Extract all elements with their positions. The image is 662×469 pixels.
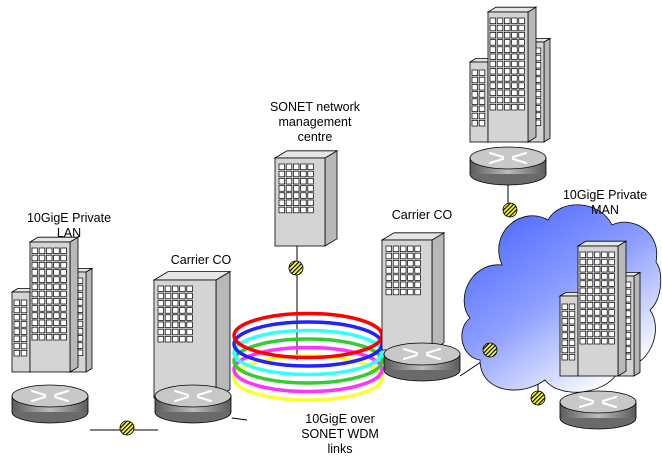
carrier-co-left-label: Carrier CO bbox=[170, 253, 232, 267]
router-carrier-co-right bbox=[383, 342, 461, 382]
link-badges bbox=[119, 202, 546, 436]
sonet-nmc-building bbox=[273, 150, 339, 247]
carrier-co-left-building bbox=[152, 270, 232, 399]
routers bbox=[11, 146, 637, 430]
router-lan bbox=[11, 384, 89, 424]
links-label: 10GigE over SONET WDM links bbox=[301, 412, 379, 456]
router-carrier-co-left bbox=[154, 384, 232, 424]
carrier-co-right-building bbox=[380, 232, 446, 351]
link-badge bbox=[288, 260, 304, 276]
nmc-label: SONET network management centre bbox=[269, 100, 361, 144]
link-badge bbox=[502, 202, 518, 218]
man-office-building-top bbox=[468, 6, 552, 143]
man-office-building-bottom bbox=[558, 240, 642, 377]
sonet-wdm-ring bbox=[232, 311, 384, 402]
lan-label: 10GigE Private LAN bbox=[26, 211, 112, 240]
man-label: 10GigE Private MAN bbox=[562, 188, 648, 217]
lan-office-buildings bbox=[10, 236, 94, 373]
buildings bbox=[10, 6, 642, 399]
link-badge bbox=[482, 342, 498, 358]
carrier-co-right-label: Carrier CO bbox=[391, 208, 453, 222]
wdm-wavelength-ring bbox=[232, 345, 384, 394]
router-man-top bbox=[469, 146, 547, 186]
link-badge bbox=[530, 390, 546, 406]
wdm-wavelength-ring bbox=[232, 337, 384, 385]
link-badge bbox=[119, 420, 135, 436]
wdm-wavelength-ring bbox=[232, 328, 384, 377]
router-man-bottom bbox=[559, 390, 637, 430]
